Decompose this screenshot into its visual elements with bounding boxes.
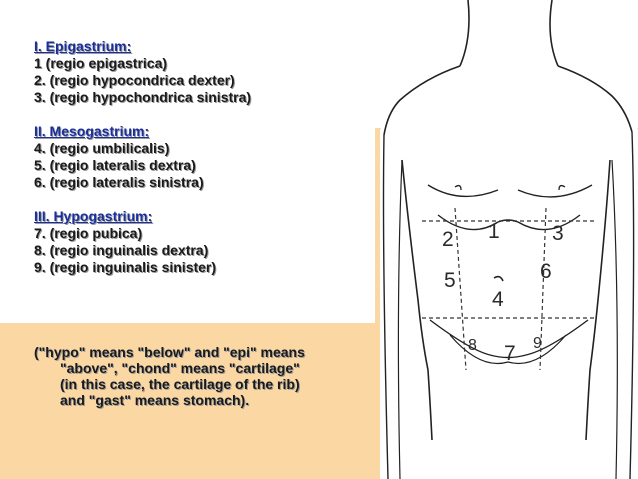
list-item: 1 (regio epigastrica)	[34, 55, 394, 72]
region-list: I. Epigastrium: 1 (regio epigastrica) 2.…	[34, 38, 394, 276]
region-label: 7	[504, 342, 516, 365]
section-heading-epigastrium: I. Epigastrium:	[34, 38, 394, 55]
region-label: 6	[540, 260, 552, 283]
torso-drawing: 2 1 3 5 6 4 8 7 9	[380, 0, 638, 479]
section-heading-hypogastrium: III. Hypogastrium:	[34, 208, 394, 225]
list-item: 5. (regio lateralis dextra)	[34, 157, 394, 174]
note-line: "above", "chond" means "cartilage"	[34, 360, 384, 376]
region-label: 4	[492, 288, 504, 311]
section-heading-mesogastrium: II. Mesogastrium:	[34, 123, 394, 140]
region-label: 3	[552, 222, 564, 245]
list-item: 6. (regio lateralis sinistra)	[34, 174, 394, 191]
note-line: (in this case, the cartilage of the rib)	[34, 376, 384, 392]
list-item: 8. (regio inguinalis dextra)	[34, 242, 394, 259]
note-line: and "gast" means stomach).	[34, 392, 384, 408]
abdominal-regions-figure: 2 1 3 5 6 4 8 7 9	[380, 0, 638, 479]
region-label: 8	[468, 337, 477, 354]
region-label: 2	[442, 228, 454, 251]
list-item: 7. (regio pubica)	[34, 225, 394, 242]
list-item: 4. (regio umbilicalis)	[34, 140, 394, 157]
list-item: 3. (regio hypochondrica sinistra)	[34, 89, 394, 106]
etymology-note: ("hypo" means "below" and "epi" means "a…	[34, 344, 384, 408]
region-label: 5	[444, 269, 456, 292]
region-label: 9	[533, 335, 542, 352]
list-item: 9. (regio inguinalis sinister)	[34, 259, 394, 276]
note-line: ("hypo" means "below" and "epi" means	[34, 344, 384, 360]
list-item: 2. (regio hypocondrica dexter)	[34, 72, 394, 89]
region-label: 1	[488, 220, 500, 243]
